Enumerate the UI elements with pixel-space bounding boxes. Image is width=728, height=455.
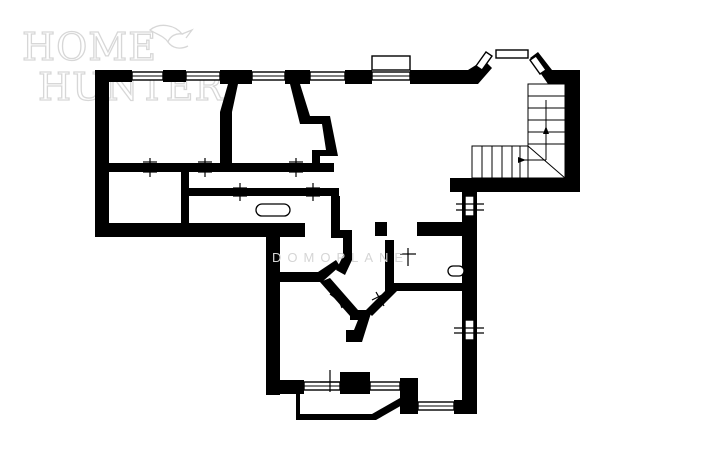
bird-icon [148, 24, 194, 49]
staircase [471, 83, 566, 179]
arrow-left-icon [518, 157, 526, 163]
window [303, 381, 341, 391]
wall-angled [290, 84, 338, 172]
wall-inner [181, 172, 189, 223]
door [371, 291, 389, 307]
window [464, 195, 475, 217]
wall-inner [385, 240, 394, 290]
window [131, 71, 164, 81]
door [320, 370, 340, 392]
wall-bottom-left [95, 223, 305, 237]
logo-line-1: HOME [22, 25, 157, 69]
door [143, 158, 157, 177]
wall-right-lower [462, 192, 477, 414]
wall-inner [189, 188, 339, 196]
bathtub-icon [447, 265, 465, 277]
window [251, 71, 286, 81]
wall-right-upper [565, 70, 580, 192]
wall-segment [410, 70, 470, 84]
door [198, 158, 212, 177]
wall-inner [331, 230, 352, 275]
watermark-text: DOMOPLANE [272, 250, 409, 265]
wall-angled [320, 278, 358, 316]
wall-inner [346, 310, 372, 342]
window [464, 319, 475, 341]
window-balcony [371, 55, 411, 81]
wall-bottom [454, 400, 477, 414]
brand-logo: HOME HUNTER [21, 24, 224, 109]
arrow-up-icon [543, 126, 549, 134]
wall-bottom [266, 380, 304, 394]
wall-segment [220, 70, 252, 84]
door [289, 158, 303, 177]
wall-inner [280, 260, 340, 282]
wall-segment [285, 70, 310, 84]
wall-column [375, 222, 387, 236]
wall-inner [331, 196, 340, 234]
window [417, 401, 455, 411]
wall-bottom [400, 378, 418, 414]
wall-inner [385, 283, 462, 291]
window [185, 71, 221, 81]
wall-inner [109, 163, 334, 172]
fixtures [255, 203, 465, 277]
wall-lower-left [266, 223, 280, 395]
door [306, 183, 320, 201]
window [369, 381, 401, 391]
wall-angled [220, 84, 238, 163]
door [329, 289, 347, 309]
wall-angled [366, 284, 398, 316]
door [456, 203, 484, 211]
wall-segment [163, 70, 186, 82]
door [233, 183, 247, 201]
window-bay [475, 49, 547, 75]
window [309, 71, 346, 81]
wall-bottom [340, 372, 370, 394]
door [454, 327, 484, 334]
wall-segment [345, 70, 372, 84]
bay-wall [468, 60, 492, 84]
doors [143, 158, 484, 392]
bathtub-icon [255, 203, 291, 217]
wall-bottom-angled [296, 394, 404, 420]
door [400, 248, 416, 266]
wall-left [95, 70, 109, 237]
wall-right-bottom [450, 178, 580, 192]
walls [95, 52, 580, 420]
